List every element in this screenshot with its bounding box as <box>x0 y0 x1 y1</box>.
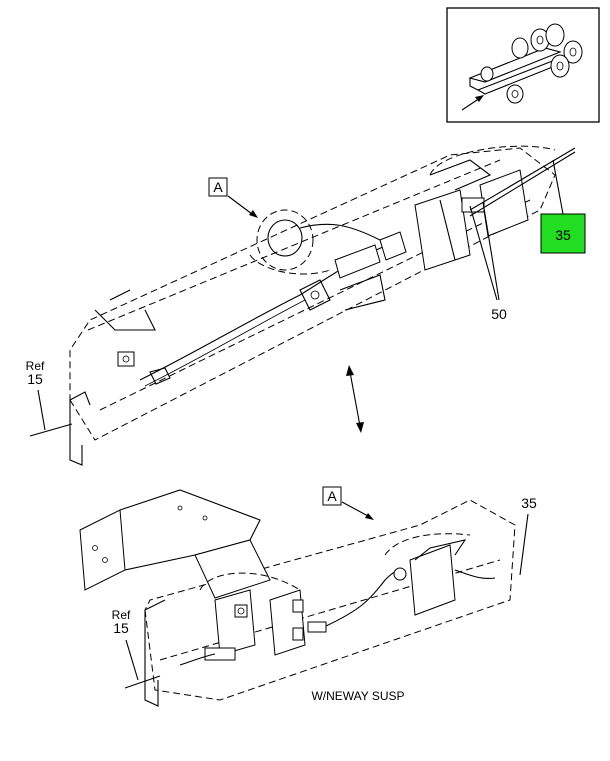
ref-bottom-line2: 15 <box>113 620 129 636</box>
view-a-label-top: A <box>213 179 223 195</box>
view-a-label-bottom: A <box>327 488 337 504</box>
callout-a-bottom: A <box>322 486 374 520</box>
diagram-caption: W/NEWAY SUSP <box>311 689 404 703</box>
item-35-highlight-label: 35 <box>555 227 571 243</box>
callout-50: 50 <box>469 201 507 322</box>
callout-a-top: A <box>208 177 258 218</box>
truck-chassis-locator-icon <box>461 23 583 111</box>
ref-top-line2: 15 <box>27 371 43 387</box>
ref-top-line1: Ref <box>26 359 45 373</box>
locator-inset <box>446 7 600 123</box>
ref-15-bottom: Ref 15 <box>112 608 161 689</box>
ref-15-top: Ref 15 <box>26 359 73 437</box>
double-headed-arrow-icon <box>346 365 364 433</box>
lower-frame-assembly <box>79 489 516 707</box>
callout-35-highlight[interactable]: 35 <box>540 159 586 254</box>
callout-35-bottom: 35 <box>519 495 537 576</box>
ref-bottom-line1: Ref <box>112 608 131 622</box>
item-50-label: 50 <box>491 306 507 322</box>
item-35-bottom-label: 35 <box>521 495 537 511</box>
upper-frame-assembly <box>69 145 576 466</box>
